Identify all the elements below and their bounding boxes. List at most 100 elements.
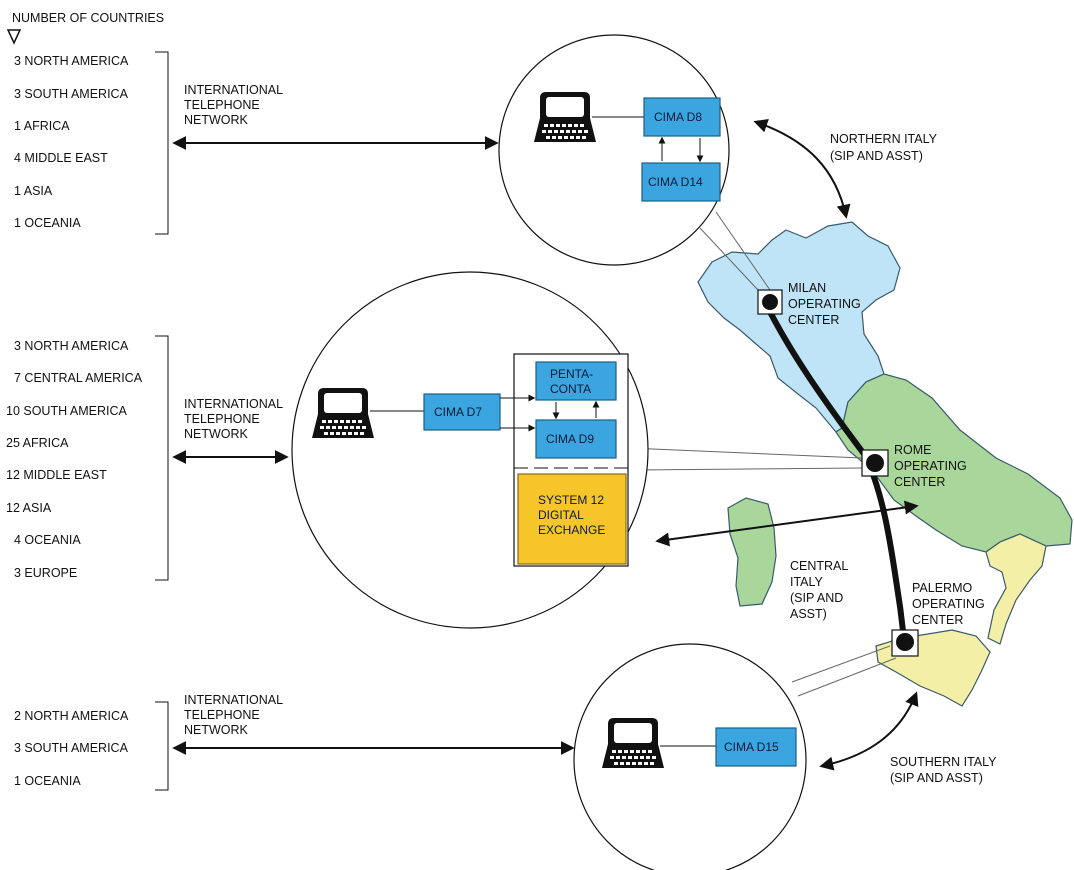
cima-d8-box bbox=[643, 97, 721, 137]
group-3-network-label: INTERNATIONAL TELEPHONE NETWORK bbox=[184, 693, 283, 737]
backbone-link bbox=[763, 301, 907, 643]
svg-text:CENTRAL: CENTRAL bbox=[790, 559, 848, 573]
rome-callout-line bbox=[627, 447, 863, 459]
svg-text:TELEPHONE: TELEPHONE bbox=[184, 98, 260, 112]
svg-text:INTERNATIONAL: INTERNATIONAL bbox=[184, 83, 283, 97]
svg-text:INTERNATIONAL: INTERNATIONAL bbox=[184, 397, 283, 411]
palermo-operating-center: PALERMO OPERATING CENTER bbox=[891, 581, 985, 657]
group-2-row: 25 AFRICA bbox=[6, 436, 69, 450]
svg-text:NETWORK: NETWORK bbox=[184, 113, 249, 127]
rome-node bbox=[866, 454, 884, 472]
group-2-row: 3 EUROPE bbox=[14, 566, 77, 580]
group-3-country-list: 2 NORTH AMERICA 3 SOUTH AMERICA 1 OCEANI… bbox=[14, 701, 169, 791]
group-1-row: 3 NORTH AMERICA bbox=[14, 54, 129, 68]
svg-text:OPERATING: OPERATING bbox=[912, 597, 985, 611]
cima-d14-label: CIMA D14 bbox=[648, 175, 703, 189]
group-2-row: 10 SOUTH AMERICA bbox=[6, 404, 128, 418]
northern-italy-region bbox=[697, 221, 901, 433]
pentaconta-label: CONTA bbox=[550, 382, 591, 396]
cima-d9-label: CIMA D9 bbox=[546, 432, 594, 446]
group-2-bracket bbox=[155, 335, 169, 581]
group-2-row: 12 ASIA bbox=[6, 501, 52, 515]
group-1-network-label: INTERNATIONAL TELEPHONE NETWORK bbox=[184, 83, 283, 127]
group-3-row: 3 SOUTH AMERICA bbox=[14, 741, 129, 755]
central-italy-arrow bbox=[655, 500, 919, 547]
svg-text:(SIP AND: (SIP AND bbox=[790, 591, 843, 605]
southern-italy-label: SOUTHERN ITALY (SIP AND ASST) bbox=[890, 755, 997, 785]
group-1-country-list: 3 NORTH AMERICA 3 SOUTH AMERICA 1 AFRICA… bbox=[14, 51, 169, 235]
system12-box bbox=[517, 473, 627, 565]
svg-text:PALERMO: PALERMO bbox=[912, 581, 972, 595]
pentaconta-label: PENTA- bbox=[550, 367, 593, 381]
svg-text:CENTER: CENTER bbox=[912, 613, 963, 627]
milan-callout-line bbox=[715, 211, 771, 291]
group-1-row: 1 ASIA bbox=[14, 184, 53, 198]
milan-detail-circle bbox=[498, 34, 730, 266]
svg-text:MILAN: MILAN bbox=[788, 281, 826, 295]
palermo-callout-line bbox=[797, 657, 897, 697]
svg-text:ASST): ASST) bbox=[790, 607, 827, 621]
cima-d9-box bbox=[535, 419, 617, 459]
cima-d8-label: CIMA D8 bbox=[654, 110, 702, 124]
cima-d14-box bbox=[641, 162, 721, 202]
system12-label: EXCHANGE bbox=[538, 523, 605, 537]
svg-text:SOUTHERN ITALY: SOUTHERN ITALY bbox=[890, 755, 997, 769]
svg-text:NORTHERN ITALY: NORTHERN ITALY bbox=[830, 132, 938, 146]
terminal-icon bbox=[312, 388, 374, 438]
group-2-row: 4 OCEANIA bbox=[14, 533, 81, 547]
group-2-row: 12 MIDDLE EAST bbox=[6, 468, 107, 482]
svg-text:CENTER: CENTER bbox=[894, 475, 945, 489]
group-2-country-list: 3 NORTH AMERICA 7 CENTRAL AMERICA 10 SOU… bbox=[6, 335, 169, 581]
terminal-icon bbox=[602, 718, 664, 768]
central-italy-label: CENTRAL ITALY (SIP AND ASST) bbox=[790, 559, 848, 621]
system12-label: SYSTEM 12 bbox=[538, 493, 604, 507]
pentaconta-box bbox=[535, 361, 617, 401]
group-3-row: 2 NORTH AMERICA bbox=[14, 709, 129, 723]
cima-d15-label: CIMA D15 bbox=[724, 740, 779, 754]
group-1-row: 1 AFRICA bbox=[14, 119, 70, 133]
terminal-icon bbox=[534, 92, 596, 142]
milan-callout-line bbox=[699, 227, 759, 291]
svg-text:OPERATING: OPERATING bbox=[894, 459, 967, 473]
svg-text:CENTER: CENTER bbox=[788, 313, 839, 327]
svg-text:(SIP AND ASST): (SIP AND ASST) bbox=[890, 771, 983, 785]
cima-d7-label: CIMA D7 bbox=[434, 405, 482, 419]
triangle-down-icon bbox=[6, 29, 22, 45]
italy-map bbox=[697, 221, 1073, 707]
group-1-row: 4 MIDDLE EAST bbox=[14, 151, 108, 165]
cima-d15-box bbox=[715, 727, 797, 767]
legend-header: NUMBER OF COUNTRIES bbox=[12, 11, 164, 25]
palermo-node bbox=[896, 633, 914, 651]
group-1-row: 3 SOUTH AMERICA bbox=[14, 87, 129, 101]
southern-italy-arrow bbox=[819, 691, 919, 771]
rome-callout-line bbox=[627, 467, 863, 471]
sardinia-region bbox=[727, 497, 777, 607]
palermo-detail-circle bbox=[573, 643, 807, 870]
svg-text:NETWORK: NETWORK bbox=[184, 723, 249, 737]
group-2-row: 7 CENTRAL AMERICA bbox=[14, 371, 143, 385]
svg-text:NETWORK: NETWORK bbox=[184, 427, 249, 441]
svg-text:INTERNATIONAL: INTERNATIONAL bbox=[184, 693, 283, 707]
group-3-row: 1 OCEANIA bbox=[14, 774, 81, 788]
svg-text:(SIP AND ASST): (SIP AND ASST) bbox=[830, 149, 923, 163]
system12-label: DIGITAL bbox=[538, 508, 584, 522]
group-2-network-label: INTERNATIONAL TELEPHONE NETWORK bbox=[184, 397, 283, 441]
cima-d7-box bbox=[423, 393, 501, 431]
southern-italy-mainland bbox=[985, 533, 1047, 645]
svg-text:TELEPHONE: TELEPHONE bbox=[184, 708, 260, 722]
svg-text:ROME: ROME bbox=[894, 443, 932, 457]
group-2-row: 3 NORTH AMERICA bbox=[14, 339, 129, 353]
milan-operating-center: MILAN OPERATING CENTER bbox=[757, 281, 861, 327]
svg-text:ITALY: ITALY bbox=[790, 575, 824, 589]
svg-text:TELEPHONE: TELEPHONE bbox=[184, 412, 260, 426]
rome-operating-center: ROME OPERATING CENTER bbox=[861, 443, 967, 489]
northern-italy-arrow bbox=[753, 119, 851, 219]
svg-text:OPERATING: OPERATING bbox=[788, 297, 861, 311]
group-1-bracket bbox=[155, 51, 169, 235]
northern-italy-label: NORTHERN ITALY (SIP AND ASST) bbox=[830, 132, 938, 163]
group-3-bracket bbox=[155, 701, 169, 791]
group-1-row: 1 OCEANIA bbox=[14, 216, 81, 230]
palermo-callout-line bbox=[791, 645, 891, 683]
milan-node bbox=[762, 294, 778, 310]
